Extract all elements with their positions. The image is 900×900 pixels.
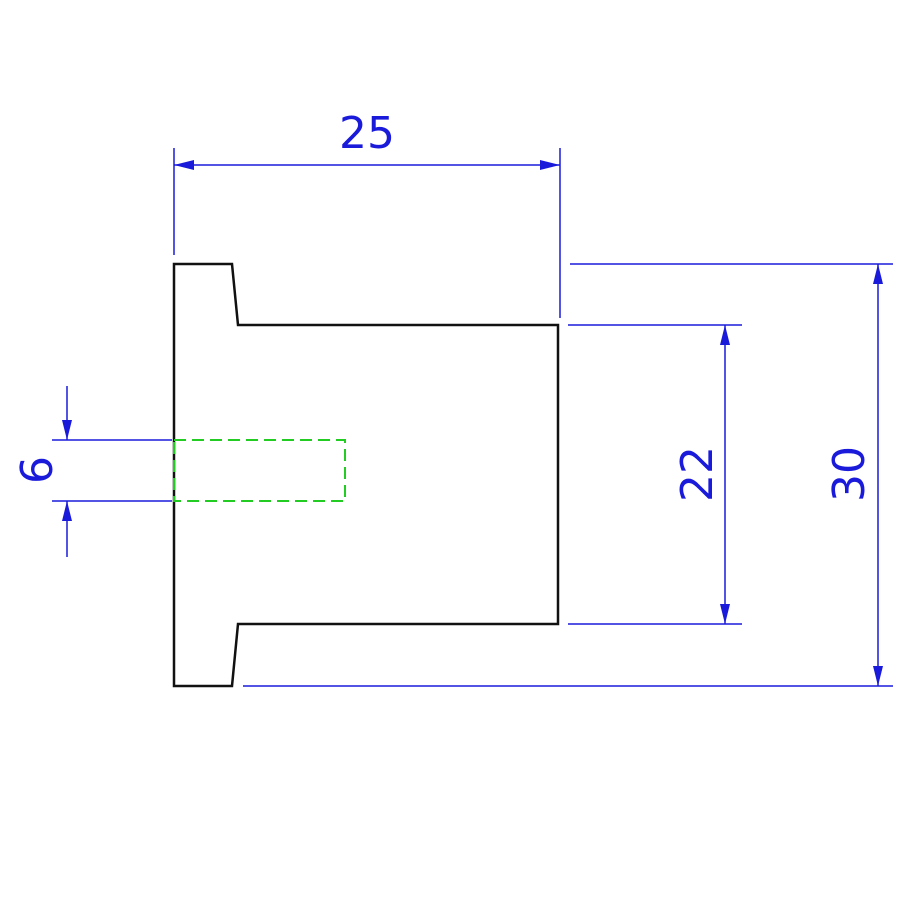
inner-height-dimension bbox=[568, 324, 742, 625]
outer-height-dimension bbox=[243, 263, 893, 687]
bore-dimension bbox=[52, 386, 172, 557]
inner-height-label: 22 bbox=[672, 446, 723, 502]
bore-label: 6 bbox=[12, 456, 63, 484]
width-dimension bbox=[173, 148, 561, 318]
width-label: 25 bbox=[339, 108, 395, 159]
outer-height-label: 30 bbox=[824, 446, 875, 502]
hidden-bore bbox=[173, 439, 346, 502]
part-outline bbox=[172, 262, 560, 688]
